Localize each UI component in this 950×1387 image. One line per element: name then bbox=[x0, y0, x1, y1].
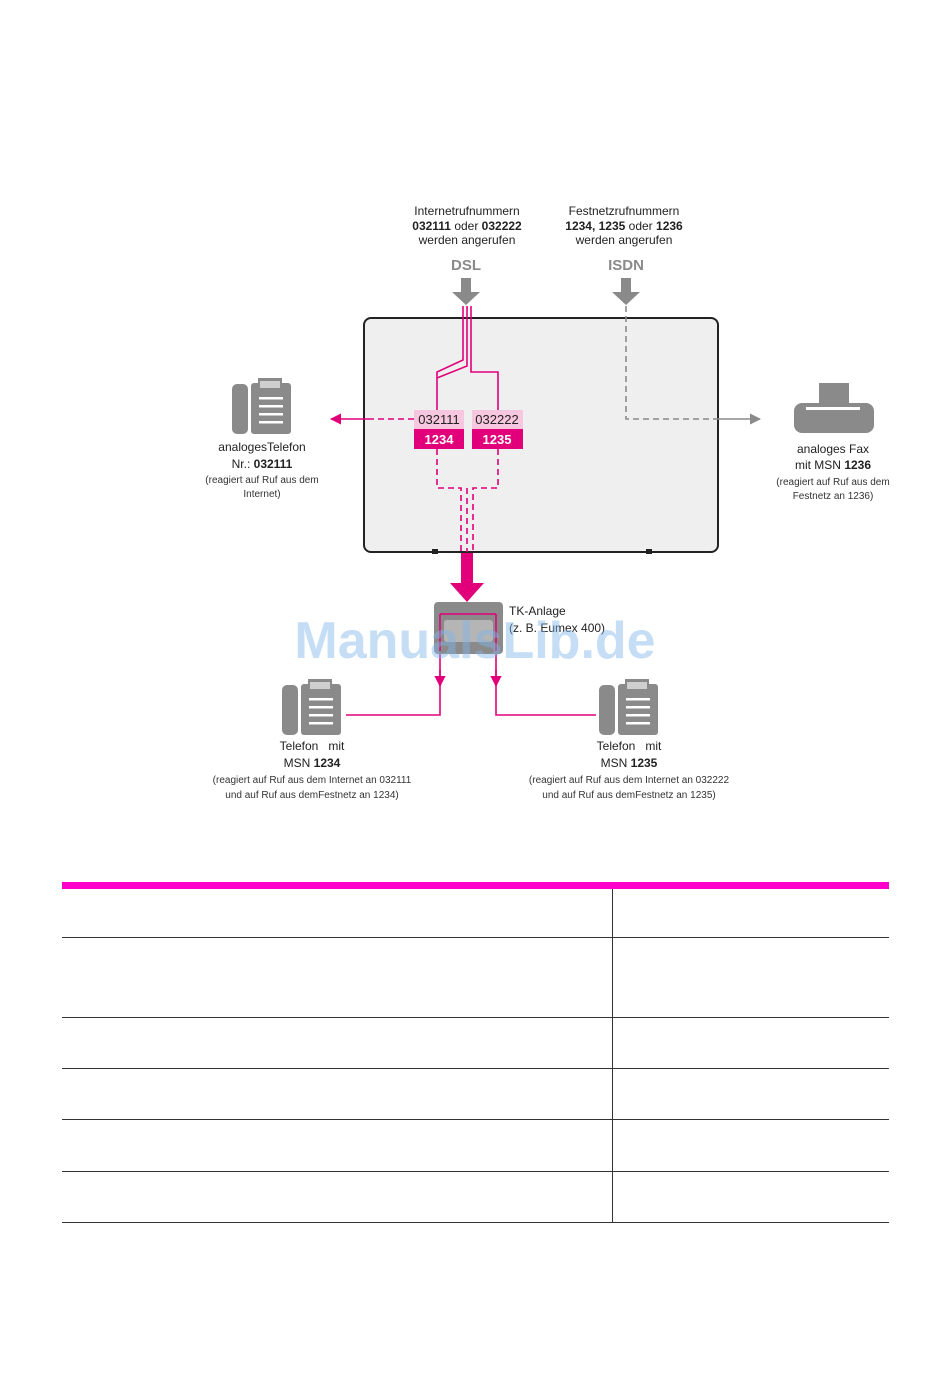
dsl-caption-line3: werden angerufen bbox=[418, 233, 516, 247]
svg-text:MSN 1235: MSN 1235 bbox=[601, 756, 658, 770]
table-header-rule bbox=[62, 882, 889, 889]
table-row-divider bbox=[62, 1119, 889, 1120]
analog-phone-number: 032111 bbox=[254, 457, 293, 471]
phone-1234-note-1: (reagiert auf Ruf aus dem Internet an 03… bbox=[213, 775, 412, 786]
router-foot-right bbox=[646, 549, 652, 554]
phone-1234-icon bbox=[282, 679, 341, 735]
dsl-internal-lines bbox=[436, 306, 499, 410]
phone-1235-icon bbox=[599, 679, 658, 735]
dsl-source: Internetrufnummern 032111 oder 032222 we… bbox=[412, 204, 522, 305]
port-2-msn: 1235 bbox=[483, 432, 512, 447]
isdn-caption-line1: Festnetzrufnummern bbox=[569, 204, 680, 218]
router-foot-left bbox=[432, 549, 438, 554]
dsl-join: oder bbox=[451, 219, 482, 233]
svg-text:mit MSN 1236: mit MSN 1236 bbox=[795, 458, 871, 472]
isdn-arrow-icon bbox=[612, 278, 640, 305]
network-diagram: Internetrufnummern 032111 oder 032222 we… bbox=[205, 204, 889, 801]
port-1: 032111 1234 bbox=[414, 410, 464, 449]
pbx-subtitle: (z. B. Eumex 400) bbox=[509, 621, 605, 635]
pbx-title: TK-Anlage bbox=[509, 604, 566, 618]
router-device bbox=[363, 317, 719, 554]
analog-phone-note-1: (reagiert auf Ruf aus dem bbox=[205, 475, 318, 486]
svg-text:032111 oder 032222: 032111 oder 032222 bbox=[412, 219, 522, 233]
analog-phone-note-2: Internet) bbox=[243, 489, 280, 500]
fax-icon bbox=[794, 383, 874, 433]
svg-text:Nr.: 032111: Nr.: 032111 bbox=[232, 457, 293, 471]
watermark: ManualsLib.de bbox=[294, 612, 655, 670]
phone-1234-msn-prefix: MSN bbox=[284, 756, 314, 770]
fax-note-1: (reagiert auf Ruf aus dem bbox=[776, 477, 889, 488]
analog-phone-nr-prefix: Nr.: bbox=[232, 457, 254, 471]
isdn-label: ISDN bbox=[608, 257, 644, 274]
table-row-divider bbox=[62, 1171, 889, 1172]
table-bottom-border bbox=[62, 1222, 889, 1223]
port-2-internet-number: 032222 bbox=[475, 412, 518, 427]
dsl-caption-line1: Internetrufnummern bbox=[414, 204, 519, 218]
port-1-msn: 1234 bbox=[425, 432, 455, 447]
fax-msn-prefix: mit MSN bbox=[795, 458, 844, 472]
pbx-feed-arrow-icon bbox=[450, 553, 484, 602]
router-body bbox=[363, 317, 719, 553]
svg-text:1234, 1235 oder 1236: 1234, 1235 oder 1236 bbox=[565, 219, 683, 233]
port-1-internet-number: 032111 bbox=[418, 412, 459, 427]
isdn-caption-line3: werden angerufen bbox=[575, 233, 673, 247]
dsl-label: DSL bbox=[451, 257, 481, 274]
phone-1235-note-2: und auf Ruf aus demFestnetz an 1235) bbox=[542, 790, 715, 801]
phone-1234-note-2: und auf Ruf aus demFestnetz an 1234) bbox=[225, 790, 398, 801]
port-2: 032222 1235 bbox=[472, 410, 523, 449]
svg-text:MSN 1234: MSN 1234 bbox=[284, 756, 341, 770]
isdn-pbx-lines bbox=[436, 449, 499, 552]
isdn-numbers: 1234, 1235 bbox=[565, 219, 625, 233]
phone-1234-title: Telefon mit bbox=[280, 739, 345, 753]
table-column-divider bbox=[612, 889, 613, 1222]
isdn-number-c: 1236 bbox=[656, 219, 683, 233]
phone-1235-note-1: (reagiert auf Ruf aus dem Internet an 03… bbox=[529, 775, 730, 786]
isdn-fax-connection bbox=[625, 306, 718, 420]
pbx-device: TK-Anlage (z. B. Eumex 400) bbox=[434, 602, 605, 654]
phone-1235-msn: 1235 bbox=[631, 756, 658, 770]
isdn-join: oder bbox=[625, 219, 656, 233]
table-row-divider bbox=[62, 937, 889, 938]
dsl-arrow-icon bbox=[452, 278, 480, 305]
dsl-number-b: 032222 bbox=[482, 219, 522, 233]
table-row-divider bbox=[62, 1068, 889, 1069]
phone-1235-title: Telefon mit bbox=[597, 739, 662, 753]
fax-note-2: Festnetz an 1236) bbox=[793, 491, 874, 502]
fax-title: analoges Fax bbox=[797, 442, 869, 456]
fax-msn: 1236 bbox=[844, 458, 871, 472]
analog-phone-icon bbox=[232, 378, 291, 434]
phone-1234-msn: 1234 bbox=[314, 756, 341, 770]
table-row-divider bbox=[62, 1017, 889, 1018]
isdn-source: Festnetzrufnummern 1234, 1235 oder 1236 … bbox=[565, 204, 683, 305]
dsl-number-a: 032111 bbox=[412, 219, 451, 233]
analog-phone-title: analogesTelefon bbox=[218, 440, 305, 454]
phone-1235-msn-prefix: MSN bbox=[601, 756, 631, 770]
